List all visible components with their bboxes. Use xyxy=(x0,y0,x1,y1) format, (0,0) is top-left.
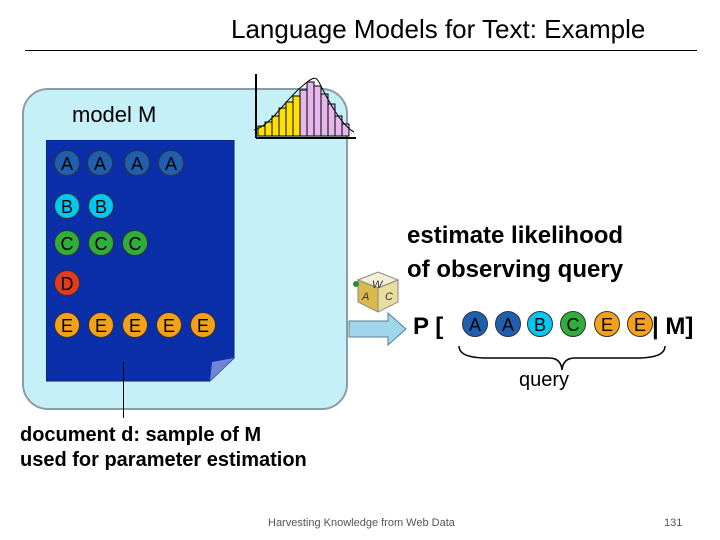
histogram-icon xyxy=(253,74,356,139)
caption-line-2: used for parameter estimation xyxy=(20,449,307,471)
doc-token-e: E xyxy=(122,312,148,338)
right-arrow-icon xyxy=(348,312,407,346)
doc-token-b: B xyxy=(88,193,114,219)
query-token-b: B xyxy=(527,311,553,337)
query-label: query xyxy=(519,369,570,391)
prob-prefix: P [ xyxy=(413,313,444,340)
query-token-e: E xyxy=(627,311,653,337)
dice-letter-a: A xyxy=(361,291,369,303)
doc-token-e: E xyxy=(190,312,216,338)
doc-token-c: C xyxy=(122,230,148,256)
dice-icon: A W C xyxy=(353,271,400,313)
model-label: model M xyxy=(72,102,157,127)
query-token-a: A xyxy=(462,311,488,337)
caption-pointer-line xyxy=(123,362,124,418)
doc-token-a: A xyxy=(158,150,184,176)
doc-token-e: E xyxy=(54,312,80,338)
doc-token-e: E xyxy=(156,312,182,338)
doc-token-a: A xyxy=(124,150,150,176)
slide-title: Language Models for Text: Example xyxy=(231,14,646,44)
estimate-line-2: of observing query xyxy=(407,256,624,283)
title-underline xyxy=(25,50,697,51)
document-shape xyxy=(46,140,235,382)
caption-line-1: document d: sample of M xyxy=(20,424,262,446)
doc-token-b: B xyxy=(54,193,80,219)
footer-text: Harvesting Knowledge from Web Data xyxy=(268,517,455,529)
doc-token-a: A xyxy=(54,150,80,176)
doc-token-c: C xyxy=(54,230,80,256)
dice-letter-w: W xyxy=(372,279,384,291)
prob-suffix: | M] xyxy=(652,313,694,340)
query-token-e: E xyxy=(594,311,620,337)
doc-token-a: A xyxy=(87,150,113,176)
query-brace xyxy=(458,345,666,371)
query-token-a: A xyxy=(495,311,521,337)
doc-token-c: C xyxy=(88,230,114,256)
page-number: 131 xyxy=(664,517,683,529)
doc-token-d: D xyxy=(54,270,80,296)
query-token-c: C xyxy=(560,311,586,337)
dice-letter-c: C xyxy=(385,291,393,303)
estimate-line-1: estimate likelihood xyxy=(407,222,624,249)
doc-token-e: E xyxy=(88,312,114,338)
